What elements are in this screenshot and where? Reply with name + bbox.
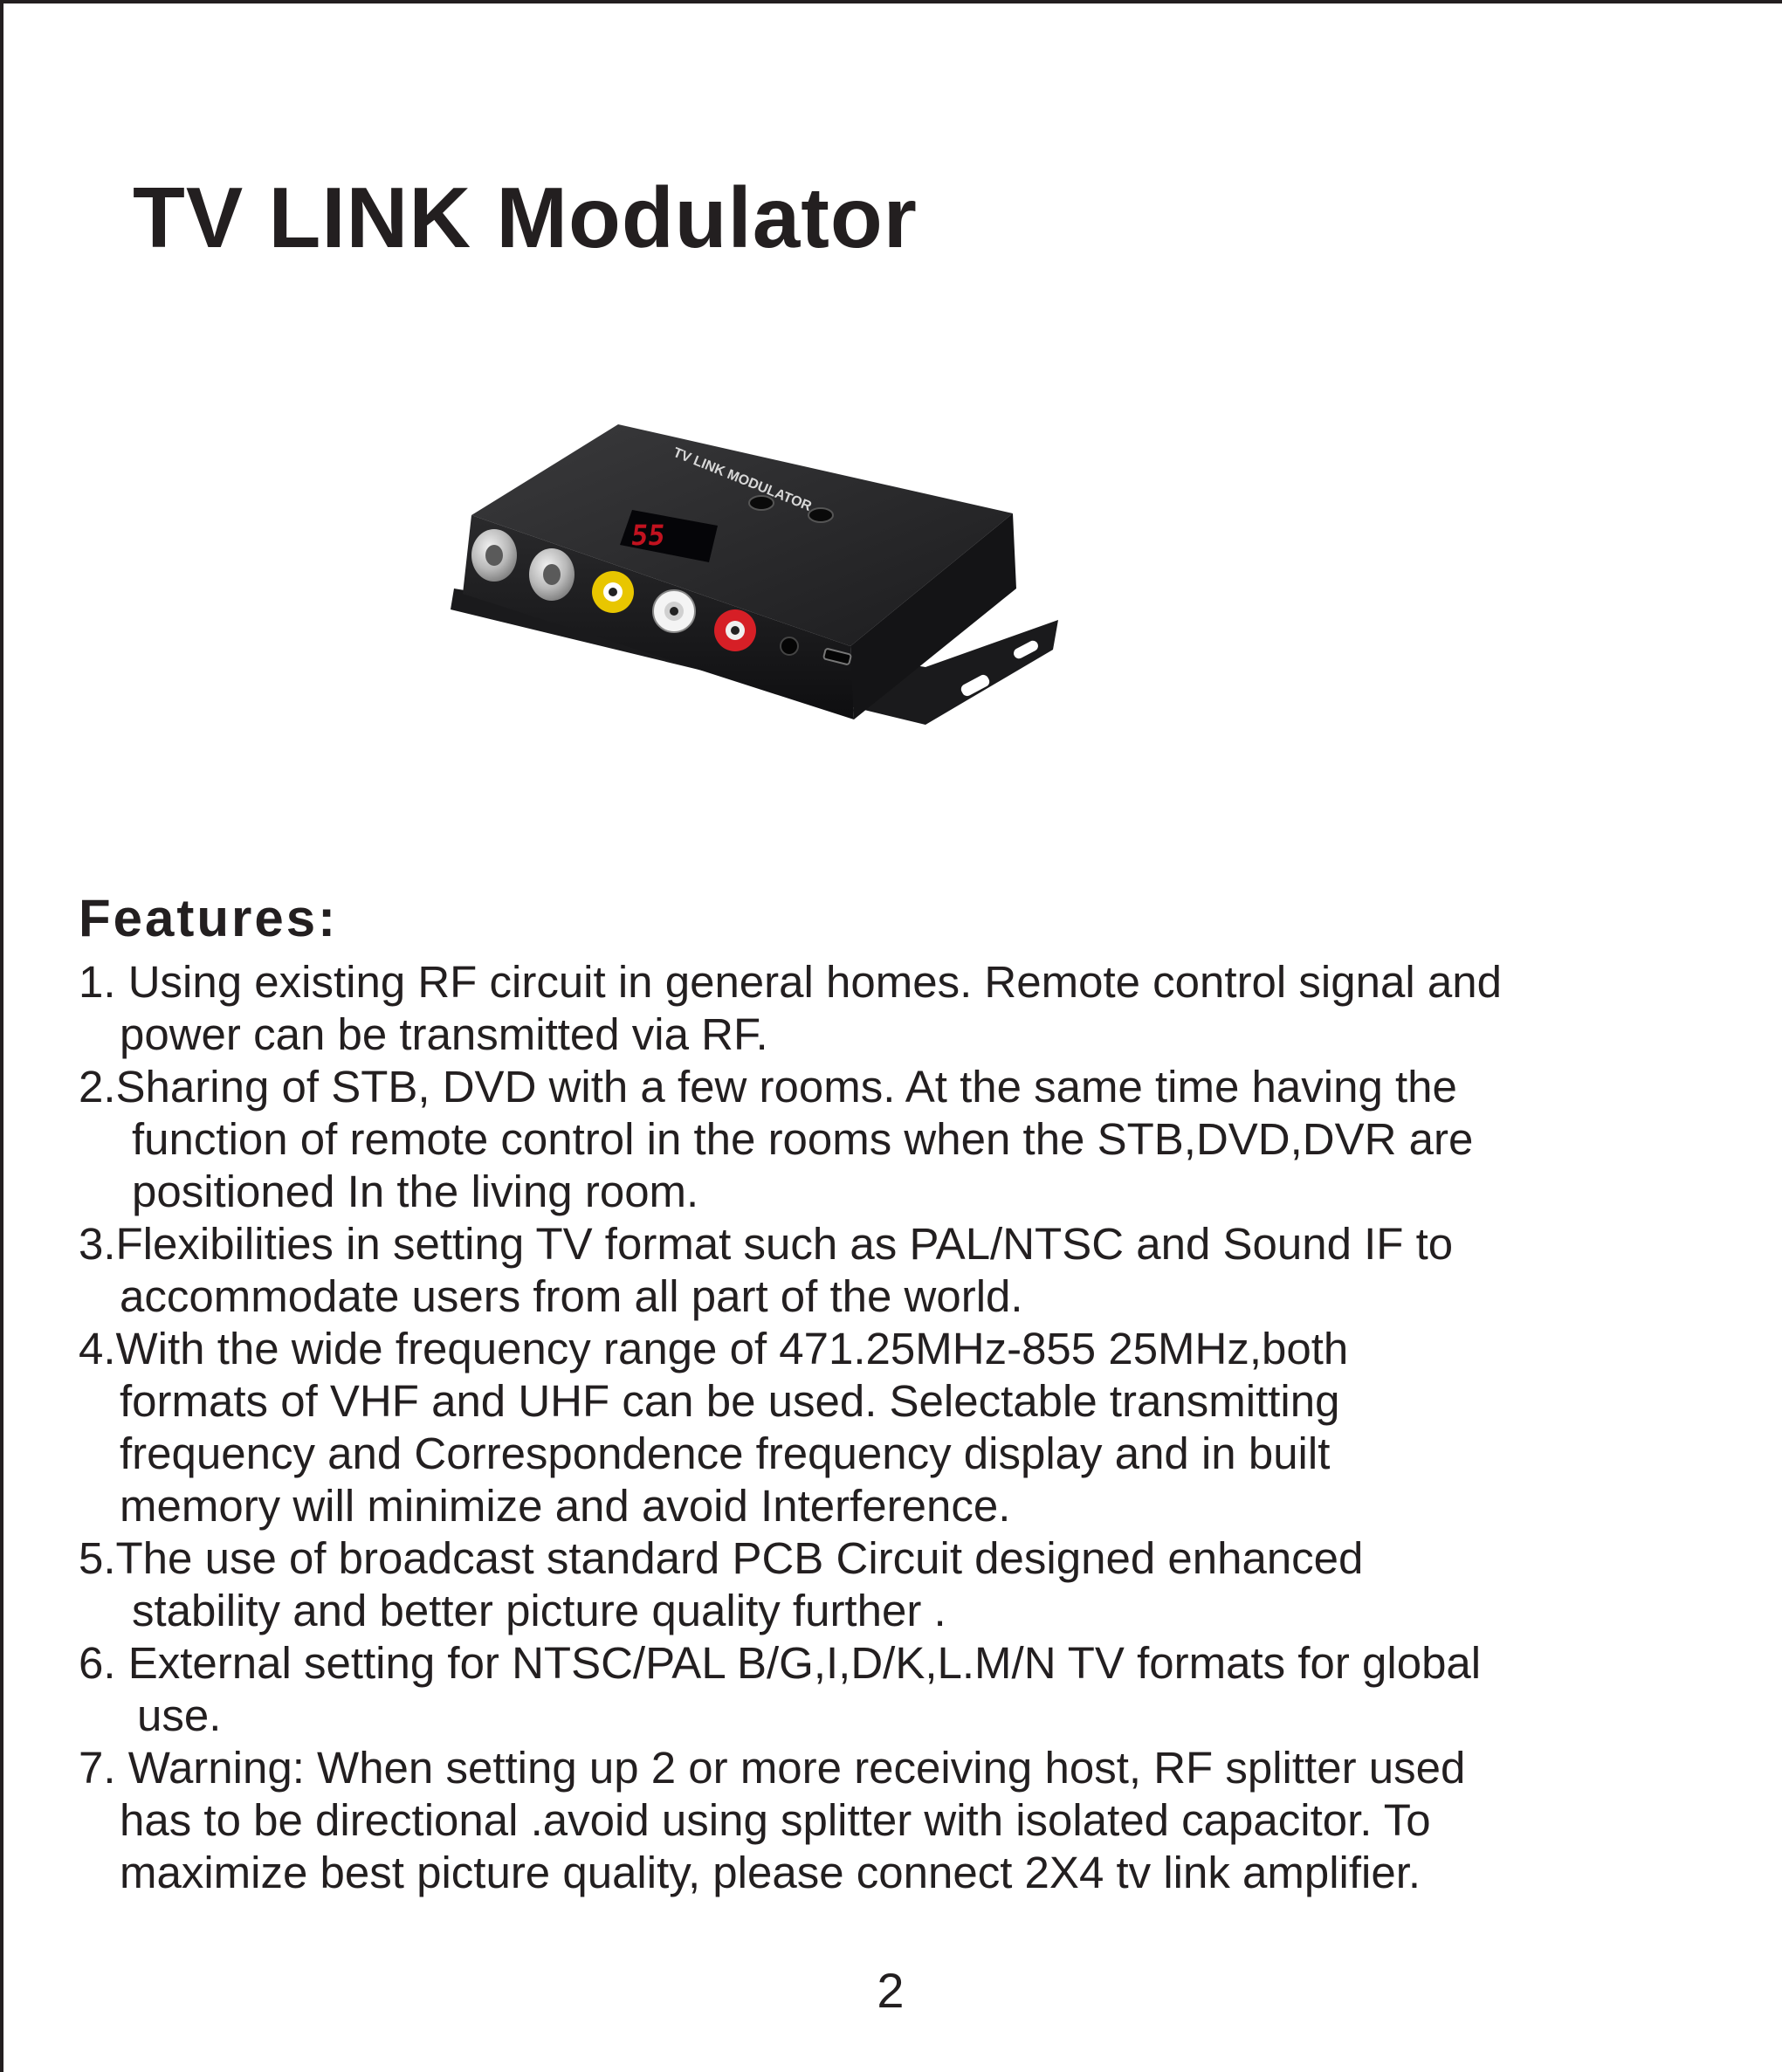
page-border-top <box>0 0 1782 3</box>
features-list: 1. Using existing RF circuit in general … <box>79 956 1764 1899</box>
rca-video-jack-icon <box>592 571 634 613</box>
feature-line: 5.The use of broadcast standard PCB Circ… <box>79 1533 1364 1583</box>
feature-line: 7. Warning: When setting up 2 or more re… <box>79 1743 1466 1793</box>
feature-item: 6. External setting for NTSC/PAL B/G,I,D… <box>79 1637 1764 1742</box>
feature-item: 7. Warning: When setting up 2 or more re… <box>79 1742 1764 1899</box>
page-number: 2 <box>877 1963 905 2018</box>
device-top-panel <box>471 424 1013 646</box>
feature-line: 6. External setting for NTSC/PAL B/G,I,D… <box>79 1638 1482 1688</box>
feature-line: power can be transmitted via RF. <box>120 1009 768 1059</box>
feature-line: use. <box>137 1690 222 1740</box>
feature-line: stability and better picture quality fur… <box>132 1586 946 1635</box>
feature-line: maximize best picture quality, please co… <box>120 1848 1421 1897</box>
top-button-icon <box>748 495 774 511</box>
feature-line: function of remote control in the rooms … <box>132 1114 1474 1164</box>
feature-line: frequency and Correspondence frequency d… <box>120 1428 1331 1478</box>
feature-line: memory will minimize and avoid Interfere… <box>120 1481 1011 1531</box>
rca-audio-right-jack-icon <box>714 609 756 651</box>
flange-slot-icon <box>1014 640 1038 659</box>
usb-port-icon <box>822 648 852 665</box>
feature-line: 1. Using existing RF circuit in general … <box>79 957 1502 1007</box>
feature-line: has to be directional .avoid using split… <box>120 1795 1431 1845</box>
page-title: TV LINK Modulator <box>133 169 918 265</box>
feature-item: 3.Flexibilities in setting TV format suc… <box>79 1218 1764 1323</box>
led-display-window <box>620 510 718 562</box>
feature-item: 2.Sharing of STB, DVD with a few rooms. … <box>79 1061 1764 1218</box>
product-photo: TV LINK MODULATOR 55 <box>451 424 1058 725</box>
feature-line: positioned In the living room. <box>132 1167 699 1216</box>
led-display-digits: 55 <box>629 519 667 552</box>
feature-item: 5.The use of broadcast standard PCB Circ… <box>79 1532 1764 1637</box>
feature-line: accommodate users from all part of the w… <box>120 1271 1023 1321</box>
feature-line: formats of VHF and UHF can be used. Sele… <box>120 1376 1340 1426</box>
feature-item: 1. Using existing RF circuit in general … <box>79 956 1764 1061</box>
feature-line: 4.With the wide frequency range of 471.2… <box>79 1324 1349 1373</box>
features-heading: Features: <box>79 889 339 947</box>
feature-item: 4.With the wide frequency range of 471.2… <box>79 1323 1764 1532</box>
page-border-left <box>0 0 3 2072</box>
feature-line: 2.Sharing of STB, DVD with a few rooms. … <box>79 1062 1457 1112</box>
top-button-icon <box>808 507 834 523</box>
ir-jack-icon <box>780 637 799 656</box>
flange-slot-icon <box>960 674 990 697</box>
feature-line: 3.Flexibilities in setting TV format suc… <box>79 1219 1454 1269</box>
device-side-panel <box>850 513 1016 719</box>
rca-audio-left-jack-icon <box>652 589 696 633</box>
rf-connector-icon <box>471 529 517 582</box>
rf-connector-icon <box>529 548 575 601</box>
